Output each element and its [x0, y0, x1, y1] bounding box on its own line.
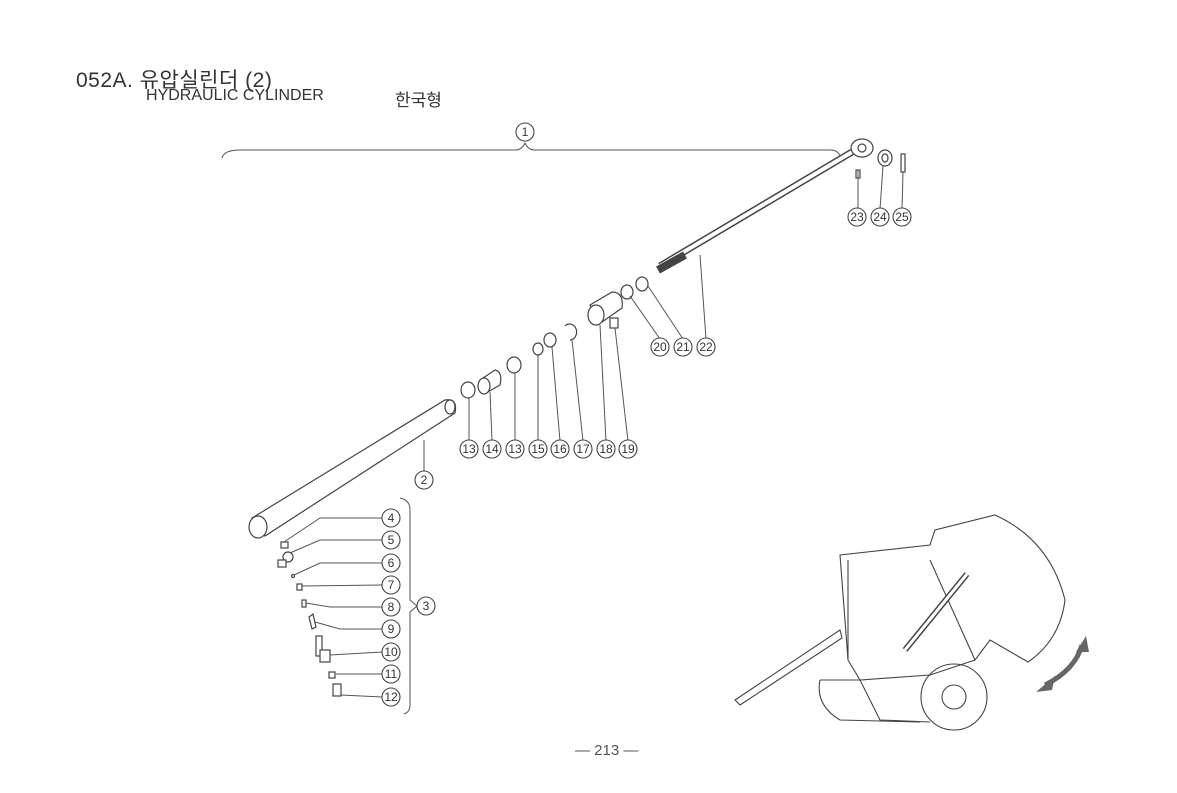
callout-label: 10 [384, 645, 398, 659]
page-number: — 213 — [575, 742, 639, 759]
callout-label: 9 [388, 622, 395, 636]
piston-seal-part [460, 381, 476, 399]
callout-17: 17 [573, 439, 593, 459]
callout-label: 17 [576, 442, 590, 456]
callout-5: 5 [381, 530, 401, 550]
callout-label: 4 [388, 511, 395, 525]
callout-label: 21 [676, 340, 690, 354]
callout-label: 8 [388, 600, 395, 614]
callout-25: 25 [892, 207, 912, 227]
callout-10: 10 [381, 642, 401, 662]
callout-21: 21 [673, 337, 693, 357]
callout-label: 12 [384, 690, 398, 704]
piston-rod [656, 138, 874, 274]
baler-illustration [734, 514, 1066, 731]
callout-label: 22 [699, 340, 713, 354]
callout-label: 7 [388, 578, 395, 592]
callout-22: 22 [696, 337, 716, 357]
callout-8: 8 [381, 597, 401, 617]
tilt-arrow-icon [1036, 636, 1089, 692]
callout-label: 11 [385, 667, 398, 681]
callout-6: 6 [381, 553, 401, 573]
cylinder-head-part [587, 291, 623, 329]
seal-part [620, 284, 634, 300]
callout-19: 19 [618, 439, 638, 459]
callout-18: 18 [596, 439, 616, 459]
callout-7: 7 [381, 575, 401, 595]
callout-11: 11 [381, 664, 401, 684]
callout-24: 24 [870, 207, 890, 227]
callout-label: 13 [508, 442, 522, 456]
valve-parts [277, 541, 342, 697]
callout-13: 13 [505, 439, 525, 459]
callout-23: 23 [847, 207, 867, 227]
leader-lines [283, 165, 904, 715]
callout-label: 6 [388, 556, 395, 570]
piston-seal-part [506, 356, 522, 374]
callout-9: 9 [381, 619, 401, 639]
callout-14: 14 [482, 439, 502, 459]
callout-3: 3 [416, 596, 436, 616]
callout-label: 13 [462, 442, 476, 456]
callout-12: 12 [381, 687, 401, 707]
callout-label: 20 [653, 340, 667, 354]
callout-label: 5 [388, 533, 395, 547]
seal-part [635, 276, 649, 292]
callout-label: 24 [873, 210, 887, 224]
callout-label: 18 [599, 442, 613, 456]
pin-part [900, 153, 906, 173]
callout-16: 16 [550, 439, 570, 459]
assembly-bracket [221, 141, 841, 159]
callout-label: 2 [421, 473, 428, 487]
callout-2: 2 [414, 470, 434, 490]
callout-label: 25 [895, 210, 909, 224]
cylinder-tube [248, 399, 457, 539]
callout-15: 15 [528, 439, 548, 459]
callout-4: 4 [381, 508, 401, 528]
callout-label: 14 [485, 442, 499, 456]
callout-20: 20 [650, 337, 670, 357]
variant-label: 한국형 [395, 91, 442, 110]
callout-label: 15 [531, 442, 545, 456]
callout-label: 23 [850, 210, 864, 224]
callout-13: 13 [459, 439, 479, 459]
callout-label: 16 [553, 442, 567, 456]
page-subtitle: HYDRAULIC CYLINDER [146, 87, 324, 104]
page-title: 052A. 유압실린더 (2) [76, 69, 273, 92]
callout-label: 1 [522, 125, 529, 139]
callout-1: 1 [515, 122, 535, 142]
callout-label: 3 [423, 599, 430, 613]
callout-label: 19 [621, 442, 635, 456]
